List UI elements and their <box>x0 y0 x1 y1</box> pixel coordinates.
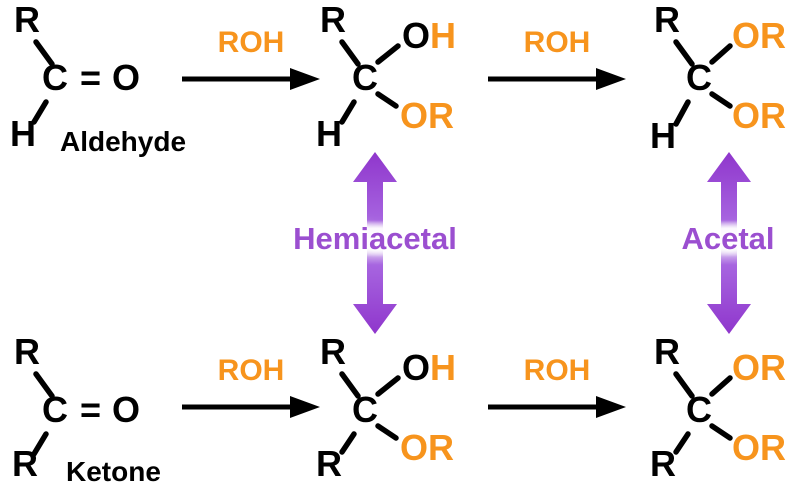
atom-h-from-roh: H <box>430 15 456 56</box>
atom-h: H <box>650 115 676 156</box>
molecule-hemiketal: R C O H OR R <box>314 334 514 493</box>
bond-lines <box>339 39 401 125</box>
atom-or: OR <box>732 95 786 136</box>
reaction-arrow-icon <box>488 396 626 418</box>
atom-or: OR <box>732 347 786 388</box>
aldehyde-label: Aldehyde <box>60 126 187 157</box>
molecule-ketal: R C OR OR R <box>648 334 812 493</box>
atom-r: R <box>654 331 680 372</box>
atom-h-from-roh: H <box>430 347 456 388</box>
molecule-hemiacetal: R C O H OR H <box>314 2 514 177</box>
atom-r: R <box>650 443 676 484</box>
molecule-ketone: R C = O R Ketone <box>8 334 208 493</box>
atom-r: R <box>14 331 40 372</box>
atom-r: R <box>14 0 40 40</box>
atom-r: R <box>320 331 346 372</box>
roh-label: ROH <box>523 354 591 387</box>
atom-o: O <box>112 57 141 98</box>
atom-or: OR <box>400 427 454 468</box>
reaction-arrow-icon <box>182 68 320 90</box>
atom-h: H <box>316 113 342 154</box>
double-bond: = <box>80 57 102 98</box>
atom-o: O <box>402 347 431 388</box>
reaction-arrow-icon <box>488 68 626 90</box>
double-bond: = <box>80 389 102 430</box>
molecule-acetal: R C OR OR H <box>648 2 812 177</box>
hemiacetal-label: Hemiacetal <box>256 220 494 258</box>
bond-lines <box>673 39 733 127</box>
roh-label: ROH <box>523 26 591 59</box>
reaction-step: ROH <box>486 28 628 92</box>
bond-lines <box>31 371 55 457</box>
bond-lines <box>339 371 401 455</box>
acetal-label: Acetal <box>646 220 810 258</box>
atom-c: C <box>42 57 68 98</box>
bond-lines <box>31 39 55 125</box>
atom-r: R <box>654 0 680 40</box>
atom-or: OR <box>400 95 454 136</box>
atom-r: R <box>320 0 346 40</box>
roh-label: ROH <box>217 26 285 59</box>
atom-c: C <box>352 389 378 430</box>
bond-lines <box>673 371 733 455</box>
atom-or: OR <box>732 15 786 56</box>
reaction-step: ROH <box>180 28 322 92</box>
reaction-step: ROH <box>486 356 628 420</box>
atom-r: R <box>12 443 38 484</box>
atom-c: C <box>686 389 712 430</box>
roh-label: ROH <box>217 354 285 387</box>
atom-or: OR <box>732 427 786 468</box>
atom-o: O <box>402 15 431 56</box>
reaction-arrow-icon <box>182 396 320 418</box>
atom-c: C <box>42 389 68 430</box>
atom-c: C <box>686 57 712 98</box>
reaction-step: ROH <box>180 356 322 420</box>
atom-h: H <box>10 113 36 154</box>
atom-r: R <box>316 443 342 484</box>
atom-o: O <box>112 389 141 430</box>
atom-c: C <box>352 57 378 98</box>
ketone-label: Ketone <box>66 456 161 487</box>
molecule-aldehyde: R C = O H Aldehyde <box>8 2 208 177</box>
